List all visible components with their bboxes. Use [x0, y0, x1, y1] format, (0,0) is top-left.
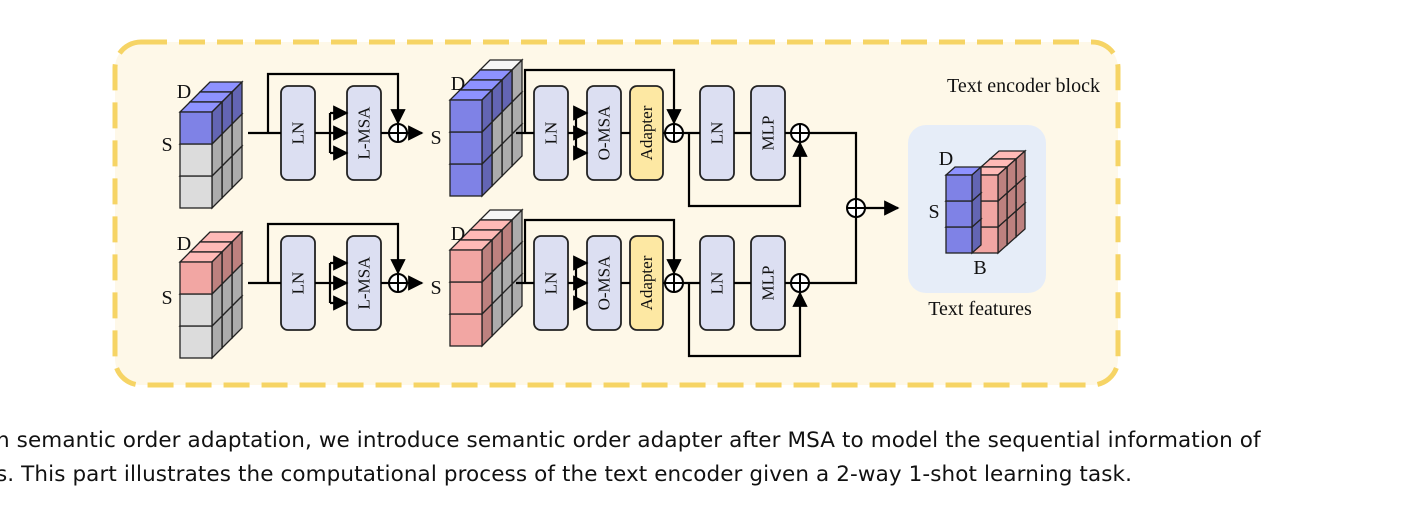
svg-text:LN: LN [708, 272, 727, 295]
ln-box-a-1: LN [280, 85, 316, 181]
dim-label-s: S [161, 134, 172, 156]
svg-text:LN: LN [289, 272, 308, 295]
text-features-cube [944, 149, 1027, 255]
ln-box-c-1: LN [699, 85, 735, 181]
svg-text:O-MSA: O-MSA [595, 105, 614, 161]
add-node [664, 273, 684, 293]
svg-text:L-MSA: L-MSA [355, 106, 374, 160]
dimension-labels: D S D S D S D S D S B [161, 73, 986, 309]
dim-label-s: S [430, 127, 441, 149]
svg-text:LN: LN [708, 122, 727, 145]
add-node [790, 273, 810, 293]
lmsa-box-1: L-MSA [346, 85, 382, 181]
lmsa-box-2: L-MSA [346, 235, 382, 331]
ln-box-a-2: LN [280, 235, 316, 331]
mlp-box-1: MLP [750, 85, 786, 181]
svg-text:MLP: MLP [759, 116, 778, 151]
dim-label-s: S [161, 287, 172, 309]
svg-text:O-MSA: O-MSA [595, 255, 614, 311]
dim-label-b: B [973, 257, 986, 279]
svg-text:MLP: MLP [759, 266, 778, 301]
ln-box-b-2: LN [533, 235, 569, 331]
input-tokens-cube-class-1 [178, 80, 244, 210]
omsa-box-2: O-MSA [586, 235, 622, 331]
dim-label-d: D [177, 81, 191, 103]
dim-label-d: D [451, 73, 465, 95]
mlp-box-2: MLP [750, 235, 786, 331]
block-title: Text encoder block [947, 75, 1100, 97]
connections [248, 68, 900, 358]
svg-text:Adapter: Adapter [637, 255, 656, 310]
adapter-box-2: Adapter [629, 235, 664, 331]
dim-label-s: S [928, 201, 939, 223]
svg-text:LN: LN [542, 272, 561, 295]
add-node [664, 123, 684, 143]
caption-line-1: n semantic order adaptation, we introduc… [0, 428, 1261, 453]
add-node [846, 198, 866, 218]
svg-text:L-MSA: L-MSA [355, 256, 374, 310]
order-tokens-cube-class-1 [448, 58, 524, 198]
order-tokens-cube-class-2 [448, 208, 524, 348]
add-node [388, 273, 408, 293]
text-encoder-diagram: Text encoder block Text features LN L-MSA… [112, 39, 1121, 388]
ln-box-c-2: LN [699, 235, 735, 331]
dim-label-d: D [451, 223, 465, 245]
ln-box-b-1: LN [533, 85, 569, 181]
svg-text:LN: LN [289, 122, 308, 145]
token-cubes [178, 58, 1027, 360]
input-tokens-cube-class-2 [178, 230, 244, 360]
adapter-box-1: Adapter [629, 85, 664, 181]
add-node [790, 123, 810, 143]
caption-line-2: s. This part illustrates the computation… [0, 462, 1133, 487]
dim-label-d: D [939, 148, 953, 170]
dim-label-d: D [177, 233, 191, 255]
svg-text:LN: LN [542, 122, 561, 145]
add-node [388, 123, 408, 143]
dim-label-s: S [430, 277, 441, 299]
omsa-box-1: O-MSA [586, 85, 622, 181]
svg-text:Adapter: Adapter [637, 105, 656, 160]
text-features-label: Text features [928, 298, 1032, 320]
